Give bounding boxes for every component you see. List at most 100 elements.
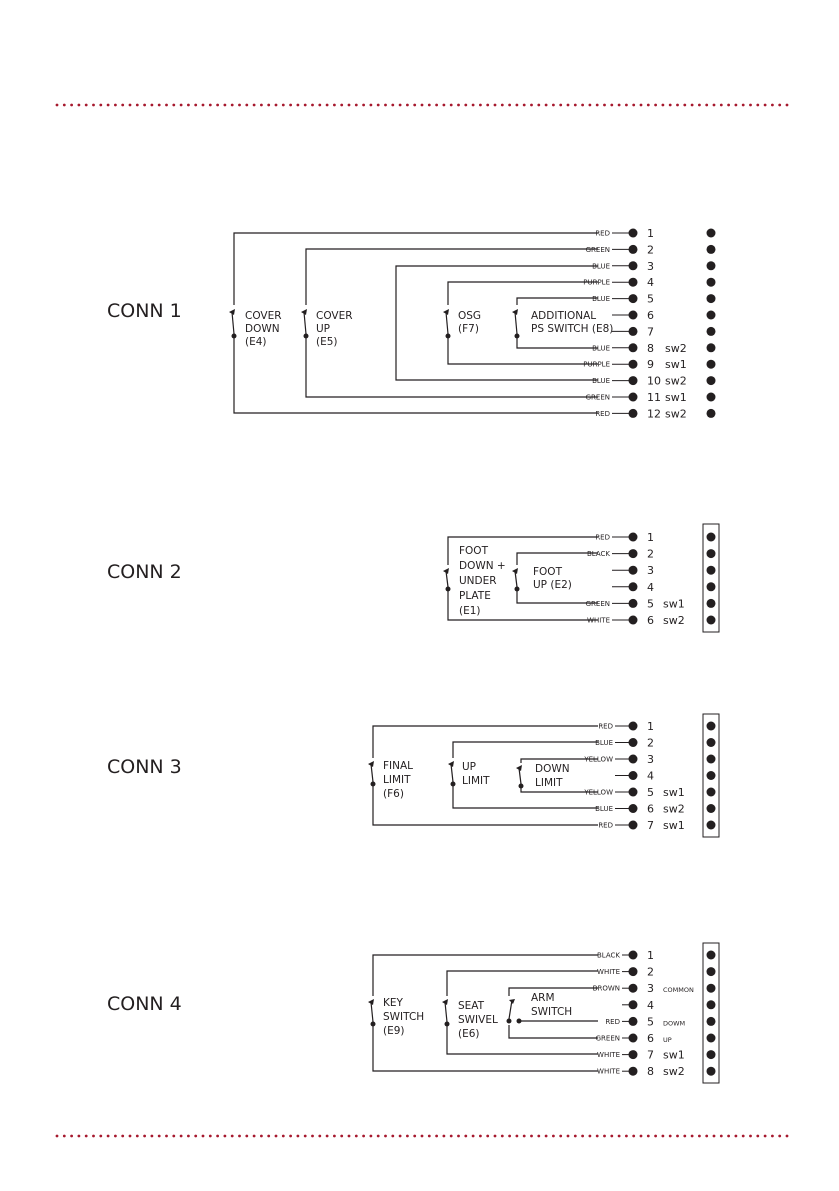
switch-symbol-cover-up — [301, 305, 311, 339]
conn1-switch3-line1: OSG — [458, 310, 481, 322]
divider-dot — [362, 103, 365, 107]
divider-dot — [552, 1134, 555, 1138]
divider-dot — [311, 103, 314, 107]
conn4-plug-outline — [702, 942, 720, 1084]
pin-dot — [628, 294, 638, 304]
divider-dot — [376, 103, 380, 107]
divider-dot — [595, 103, 599, 107]
divider-dot — [719, 103, 723, 107]
divider-dot — [347, 103, 351, 107]
conn1-switch2-line1: COVER — [316, 310, 353, 322]
divider-dot — [515, 103, 519, 107]
plug-pin-dot — [706, 983, 716, 993]
conn1-switch4-line2: PS SWITCH (E8) — [531, 323, 613, 335]
pin-dot — [628, 376, 638, 386]
plug-pin-dot — [706, 950, 716, 960]
wire-color-label: RED — [595, 410, 610, 418]
pin-dot — [628, 343, 638, 353]
divider-dot — [588, 103, 592, 107]
plug-pin-dot — [706, 549, 716, 559]
conn2-switch2-line2: UP (E2) — [533, 579, 572, 591]
conn4-switch2-line1: SEAT — [458, 1000, 485, 1012]
divider-dot — [230, 103, 234, 107]
divider-dot — [223, 1134, 227, 1138]
divider-dot — [230, 1134, 234, 1138]
conn3-switch2-line1: UP — [462, 761, 476, 773]
divider-dot — [457, 1134, 460, 1138]
pin-dot — [628, 787, 638, 797]
divider-dot — [333, 103, 336, 107]
switch-symbol-cover-down — [229, 305, 239, 339]
switch-symbol-seat-swivel — [442, 996, 452, 1027]
divider-dot — [325, 1134, 329, 1138]
divider-dot — [559, 1134, 563, 1138]
divider-dot — [325, 103, 329, 107]
divider-dot — [544, 1134, 548, 1138]
divider-dot — [457, 103, 460, 107]
divider-dot — [216, 1134, 220, 1138]
wire-color-label: WHITE — [597, 968, 620, 976]
divider-dot — [712, 1134, 716, 1138]
plug-pin-dot — [706, 598, 716, 608]
pin-number: 3 — [647, 753, 654, 766]
divider-dot — [588, 1134, 592, 1138]
pin-number: 5 — [647, 597, 654, 610]
divider-dot — [413, 103, 417, 107]
wire-color-label: WHITE — [587, 617, 610, 625]
divider-dot — [749, 103, 752, 107]
divider-dot — [194, 1134, 198, 1138]
pin-number: 9 — [647, 358, 654, 371]
conn2-switch1-line2: DOWN + — [459, 560, 506, 572]
divider-dot — [617, 1134, 621, 1138]
pin-number: 3 — [647, 260, 654, 273]
switch-symbol-down-limit — [516, 763, 526, 789]
divider-dot — [157, 103, 161, 107]
divider-dot — [683, 103, 687, 107]
conn4-switch1-line3: (E9) — [383, 1025, 405, 1037]
pin-number: 2 — [647, 737, 654, 750]
plug-pin-dot — [706, 754, 716, 764]
divider-dot — [318, 103, 322, 107]
divider-dot — [150, 1134, 154, 1138]
pin-dot — [628, 565, 638, 575]
divider-dot — [727, 1134, 730, 1138]
pin-number: 8 — [647, 342, 654, 355]
divider-dot — [55, 103, 59, 107]
divider-dot — [362, 1134, 365, 1138]
wire-color-label: PURPLE — [583, 279, 610, 287]
pin-dot — [628, 326, 638, 336]
conn3-switch2-line2: LIMIT — [462, 775, 490, 787]
divider-dot — [493, 1134, 497, 1138]
pin-dot — [628, 359, 638, 369]
divider-dot — [77, 1134, 81, 1138]
divider-dot — [493, 103, 497, 107]
conn3-title: CONN 3 — [107, 756, 182, 778]
pin-number: 6 — [647, 614, 654, 627]
conn1-switch-symbols — [229, 305, 522, 339]
switch-symbol-arm — [503, 996, 522, 1025]
conn4-switch3-line2: SWITCH — [531, 1006, 572, 1018]
plug-pin-dot — [706, 1016, 716, 1026]
divider-dot — [719, 1134, 723, 1138]
pin-dot — [628, 967, 638, 977]
divider-dot — [84, 103, 88, 107]
divider-dot — [449, 1134, 453, 1138]
divider-dot — [741, 103, 745, 107]
pin-number: 4 — [647, 770, 654, 783]
pin-dot — [628, 1033, 638, 1043]
pin-dot — [628, 277, 638, 287]
conn4-switch3-line1: ARM — [531, 992, 555, 1004]
pin-dot — [628, 983, 638, 993]
pin-number: 1 — [647, 531, 654, 544]
pin-number: 10 — [647, 375, 661, 388]
divider-dot — [179, 103, 183, 107]
pin-tag: sw2 — [663, 1065, 685, 1078]
divider-dot — [581, 103, 584, 107]
wire-seat-swivel — [446, 970, 598, 1055]
